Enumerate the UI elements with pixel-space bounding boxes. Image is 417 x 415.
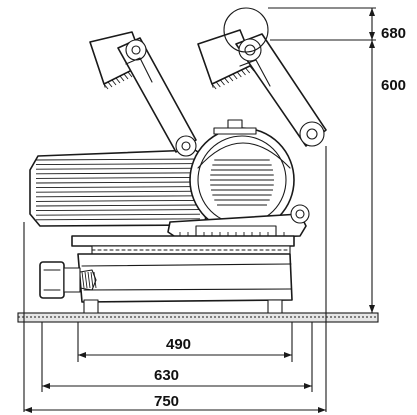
pusher-tooth-right — [228, 75, 234, 82]
arrow-680-bottom — [369, 32, 375, 40]
knob-coil-turn — [90, 271, 94, 289]
pusher-tooth-left — [107, 81, 113, 88]
housing-rib — [35, 195, 201, 198]
arrow-750-right — [318, 407, 326, 413]
blade-ribs — [210, 159, 274, 206]
arrow-600-bottom — [369, 305, 375, 313]
rear-housing — [29, 149, 211, 227]
pusher-tooth-right — [215, 81, 221, 88]
sharpener-knob — [39, 261, 97, 299]
pusher-tooth-right — [211, 83, 217, 90]
housing-rib — [35, 167, 201, 170]
pusher-tooth-left — [103, 83, 109, 90]
housing-rib — [35, 213, 201, 216]
carriage-tray — [167, 204, 310, 241]
dim-label-490: 490 — [166, 336, 191, 353]
arrow-490-left — [78, 352, 86, 358]
dim-label-680: 680 — [381, 25, 406, 42]
pusher-tooth-right — [236, 71, 242, 78]
housing-rib — [35, 181, 201, 184]
knob-coil-turn — [81, 271, 85, 289]
arrow-630-left — [42, 383, 50, 389]
arrow-490-right — [284, 352, 292, 358]
housing-rib — [35, 163, 201, 166]
base-block — [77, 253, 293, 314]
housing-rib — [35, 204, 201, 207]
pusher-tooth-left — [115, 77, 121, 84]
width-dimensions: 490 630 750 — [24, 322, 326, 413]
pusher-tooth-right — [210, 79, 214, 88]
pusher-tooth-left — [127, 71, 133, 78]
pusher-tooth-left — [119, 75, 125, 82]
pusher-arm-right — [197, 7, 327, 147]
pusher-tooth-left — [123, 73, 129, 80]
arrow-600-top — [369, 40, 375, 48]
arrow-630-right — [304, 383, 312, 389]
knob-coil — [81, 271, 97, 289]
pusher-teeth-right — [197, 43, 255, 90]
housing-rib — [35, 218, 201, 221]
pusher-tooth-right — [245, 67, 251, 74]
pusher-tooth-left — [111, 79, 117, 86]
pusher-tooth-right — [220, 79, 225, 86]
knob-coil-turn — [93, 271, 97, 289]
housing-rib — [35, 158, 201, 161]
slicer-machine — [23, 7, 327, 412]
housing-rib — [35, 186, 201, 189]
dim-label-750: 750 — [154, 393, 179, 410]
housing-rib — [35, 190, 201, 193]
sliding-rail — [71, 235, 295, 255]
dim-label-630: 630 — [154, 367, 179, 384]
pusher-tooth-right — [241, 69, 246, 76]
knob-coil-turn — [84, 271, 88, 289]
dim-label-600: 600 — [381, 77, 406, 94]
ground-plate — [17, 312, 379, 323]
pusher-arm-left — [89, 31, 197, 157]
arrow-680-top — [369, 8, 375, 16]
pusher-tooth-right — [224, 77, 230, 84]
arrow-750-left — [24, 407, 32, 413]
height-dimensions: 680 600 — [268, 7, 406, 313]
pusher-tooth-left — [102, 79, 106, 88]
knob-coil-turn — [87, 271, 91, 289]
housing-rib — [35, 209, 201, 212]
housing-rib — [35, 176, 201, 179]
pusher-tooth-right — [232, 73, 238, 80]
housing-rib — [35, 199, 201, 202]
housing-ribs — [35, 158, 201, 221]
housing-rib — [35, 172, 201, 175]
